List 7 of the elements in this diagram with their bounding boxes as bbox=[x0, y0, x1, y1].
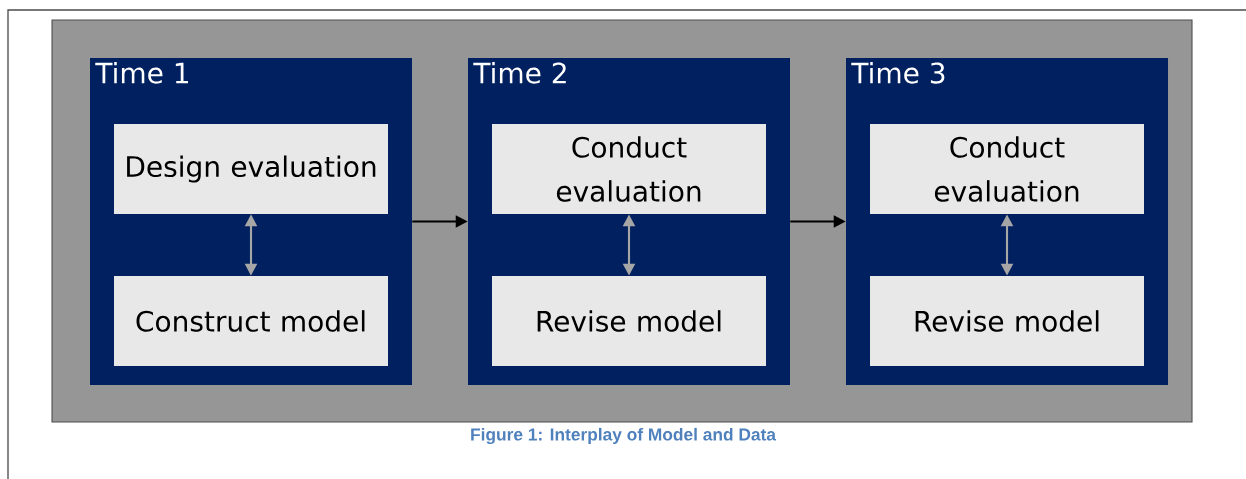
process-box: Revise model bbox=[870, 276, 1144, 366]
process-box: Revise model bbox=[492, 276, 766, 366]
figure-caption: Figure 1: Interplay of Model and Data bbox=[471, 427, 777, 445]
process-box: Conduct evaluation bbox=[492, 124, 766, 214]
process-box: Design evaluation bbox=[114, 124, 388, 214]
process-box: Construct model bbox=[114, 276, 388, 366]
process-box: Conduct evaluation bbox=[870, 124, 1144, 214]
